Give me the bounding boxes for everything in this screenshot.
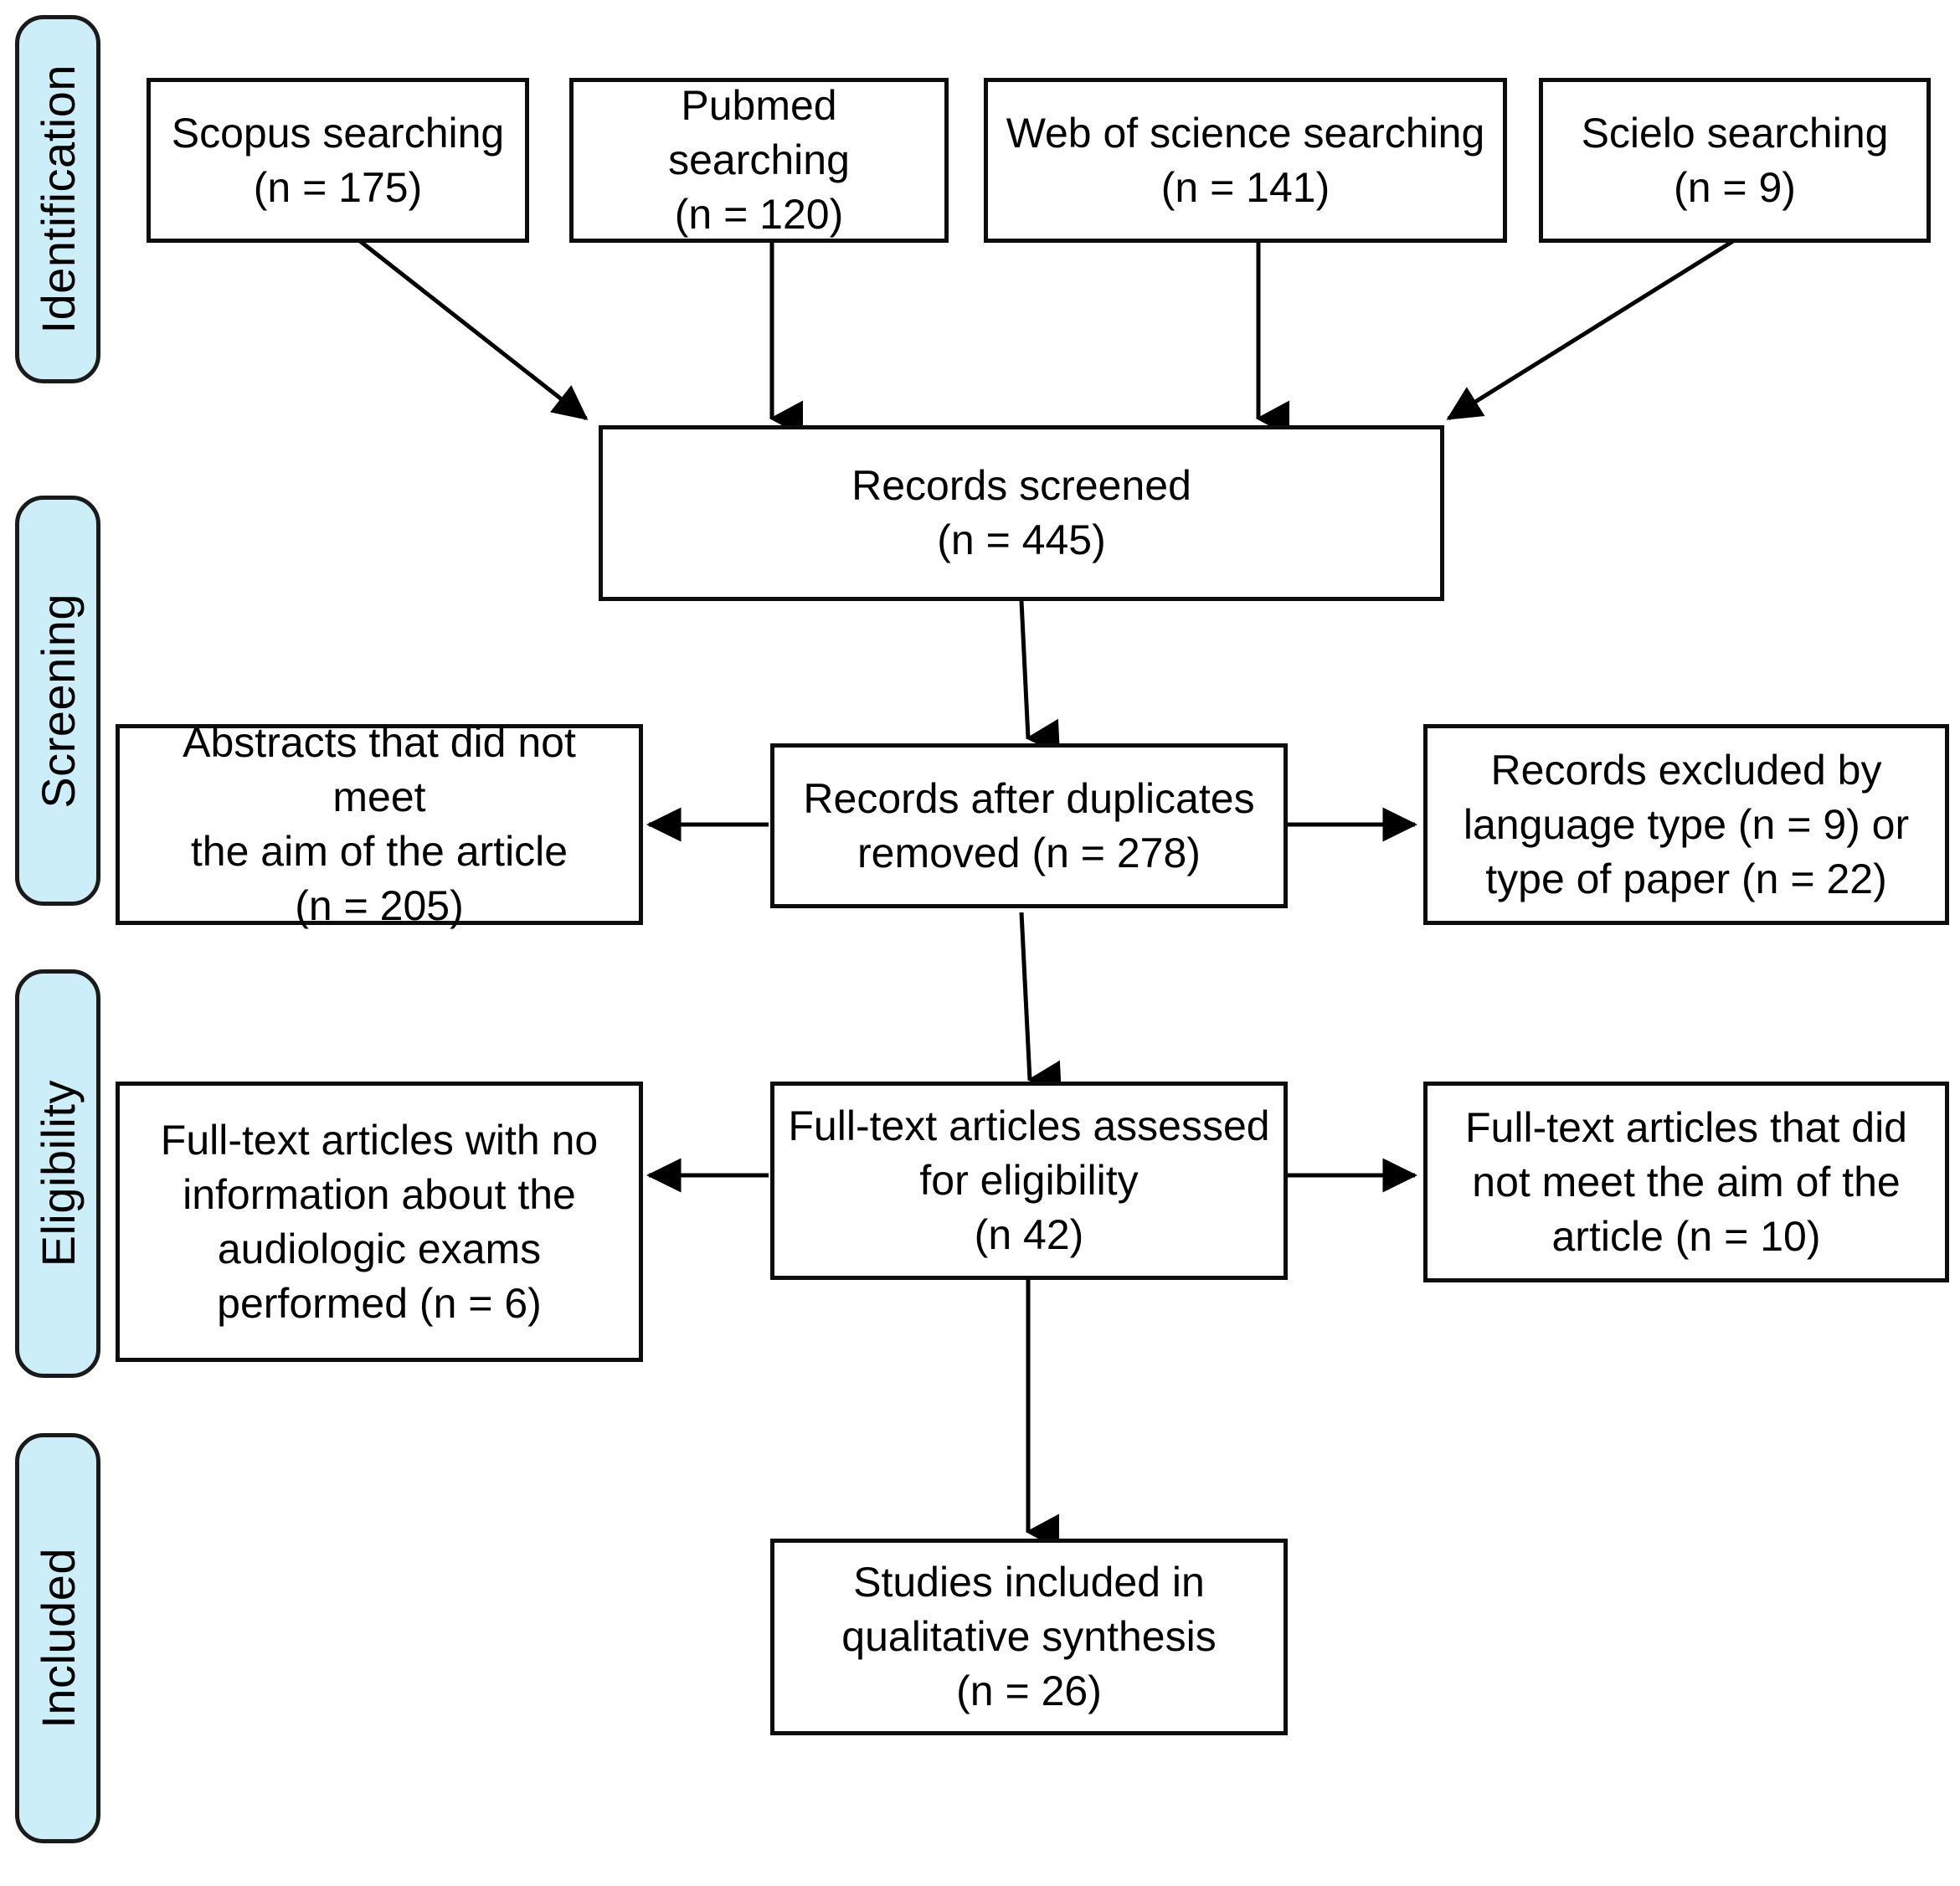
node-abstracts-excluded: Abstracts that did not meet the aim of t…: [116, 719, 643, 929]
edge-after-duplicates-to-fulltext-assessed: [1019, 912, 1062, 1097]
node-studies-included-label: Studies included in qualitative synthesi…: [841, 1559, 1217, 1714]
node-scielo-searching: Scielo searching (n = 9): [1539, 78, 1931, 243]
node-records-after-duplicates: Records after duplicates removed (n = 27…: [770, 743, 1288, 908]
node-records-screened: Records screened (n = 445): [599, 425, 1444, 601]
edge-records-screened-to-after-duplicates: [1019, 600, 1061, 755]
node-fulltext-assessed: Full-text articles assessed for eligibil…: [770, 1082, 1288, 1280]
node-pubmed-searching: Pubmed searching (n = 120): [569, 78, 949, 243]
node-fulltext-not-aim-label: Full-text articles that did not meet the…: [1465, 1103, 1907, 1260]
stage-bar-identification: Identification: [15, 15, 100, 383]
node-abstracts-excluded-label: Abstracts that did not meet the aim of t…: [183, 719, 576, 929]
node-wos-label: Web of science searching (n = 141): [1006, 109, 1485, 211]
node-scopus-searching: Scopus searching (n = 175): [147, 78, 529, 243]
stage-bar-eligibility: Eligibility: [15, 969, 100, 1378]
node-fulltext-not-aim: Full-text articles that did not meet the…: [1423, 1082, 1949, 1282]
node-scopus-label: Scopus searching (n = 175): [171, 109, 505, 211]
node-web-of-science-searching: Web of science searching (n = 141): [984, 78, 1507, 243]
stage-bar-included: Included: [15, 1433, 100, 1843]
edge-scopus-to-records-screened: [358, 239, 589, 420]
edge-scielo-to-records-screened: [1446, 239, 1735, 421]
node-records-screened-label: Records screened (n = 445): [851, 462, 1191, 563]
stage-label-screening: Screening: [31, 593, 85, 809]
stage-label-identification: Identification: [31, 64, 85, 334]
stage-bar-screening: Screening: [15, 496, 100, 906]
node-fulltext-no-info-label: Full-text articles with no information a…: [160, 1116, 599, 1327]
node-records-excluded-language: Records excluded by language type (n = 9…: [1423, 724, 1949, 925]
stage-label-eligibility: Eligibility: [31, 1080, 85, 1267]
stage-label-included: Included: [31, 1548, 85, 1729]
node-scielo-label: Scielo searching (n = 9): [1581, 109, 1889, 211]
node-studies-included: Studies included in qualitative synthesi…: [770, 1539, 1288, 1735]
node-pubmed-label: Pubmed searching (n = 120): [668, 82, 850, 238]
node-records-excluded-language-label: Records excluded by language type (n = 9…: [1463, 746, 1910, 902]
node-fulltext-no-info: Full-text articles with no information a…: [116, 1082, 643, 1362]
node-records-after-duplicates-label: Records after duplicates removed (n = 27…: [803, 774, 1255, 876]
node-fulltext-assessed-label: Full-text articles assessed for eligibil…: [788, 1102, 1270, 1258]
